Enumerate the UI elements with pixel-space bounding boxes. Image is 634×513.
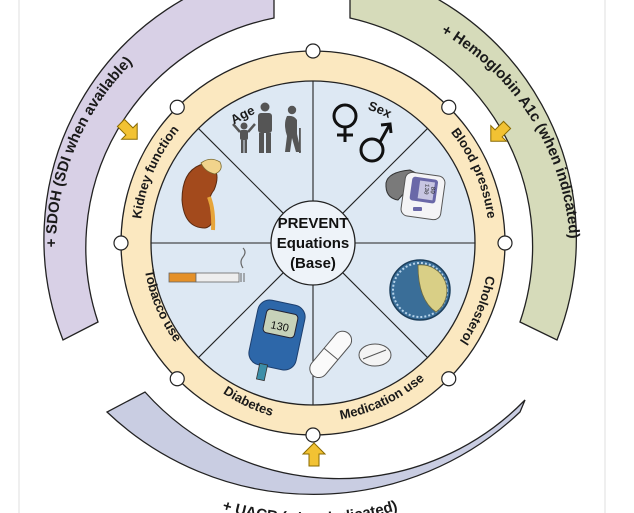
puzzle-notch <box>305 427 321 443</box>
bp-monitor-icon: 130 80 <box>385 169 446 221</box>
puzzle-notch <box>113 235 129 251</box>
center-title-line3: (Base) <box>290 255 336 272</box>
outer-arc-uacr <box>105 391 526 496</box>
wedge-divider <box>342 272 428 358</box>
pills-icon <box>309 330 392 379</box>
svg-text:+ UACR (when indicated): + UACR (when indicated) <box>221 497 400 513</box>
puzzle-notch <box>169 371 185 387</box>
outer-arc-sdoh <box>43 0 275 341</box>
center-title-line1: PREVENT <box>278 215 349 232</box>
frame-left-border <box>18 0 20 513</box>
gender-symbols-icon <box>332 103 393 163</box>
people-age-icon <box>232 102 301 153</box>
wedge-divider <box>342 128 428 214</box>
arrow-sdoh-icon <box>116 118 138 140</box>
puzzle-notch <box>169 99 185 115</box>
wedge-dividers <box>151 81 475 405</box>
puzzle-notch <box>441 371 457 387</box>
center-circle <box>270 200 356 286</box>
arrow-uacr-icon <box>301 442 327 467</box>
wedge-divider <box>198 272 284 358</box>
lipoprotein-icon <box>389 259 451 321</box>
center-title-line2: Equations <box>277 235 350 252</box>
cigarette-icon <box>168 247 246 283</box>
bp-diastolic-readout: 80 <box>428 186 436 195</box>
bp-systolic-readout: 130 <box>422 183 430 195</box>
label-uacr: + UACR (when indicated) <box>221 497 400 513</box>
puzzle-notch <box>305 43 321 59</box>
arrow-hba1c-icon <box>490 120 512 142</box>
frame-right-border <box>604 0 606 513</box>
puzzle-notch <box>497 235 513 251</box>
outer-arc-hba1c <box>349 0 577 341</box>
puzzle-notch <box>441 99 457 115</box>
kidney-icon <box>181 158 222 231</box>
glucose-readout: 130 <box>269 319 289 335</box>
glucose-meter-icon: 130 <box>248 299 306 382</box>
wedge-divider <box>198 128 284 214</box>
puzzle-tabs <box>113 43 513 443</box>
